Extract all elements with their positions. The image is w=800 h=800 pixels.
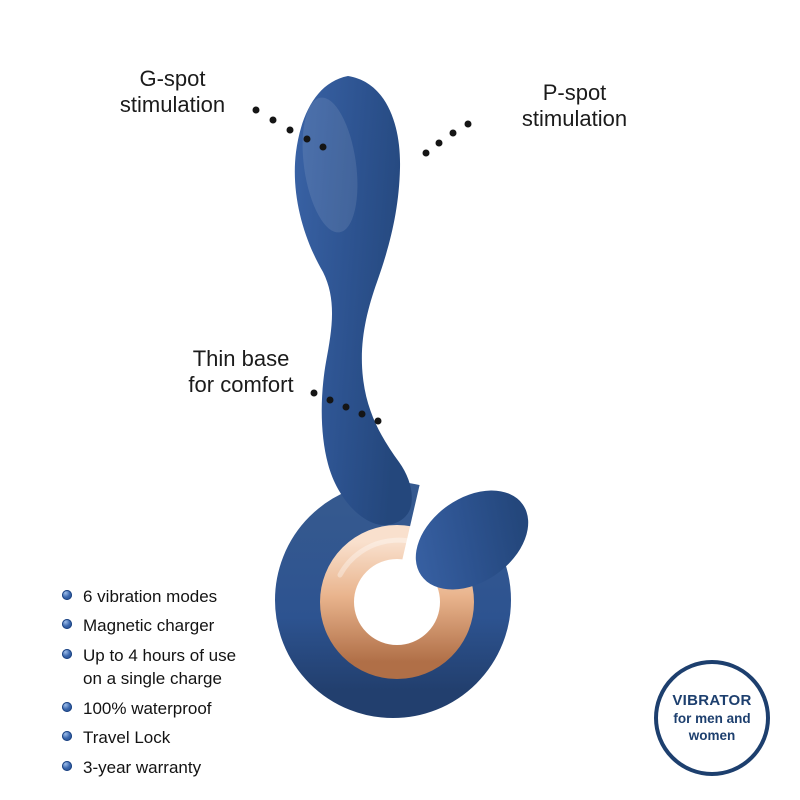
feature-text: 3-year warranty (83, 757, 202, 777)
callout-gspot-line2: stimulation (119, 91, 226, 117)
feature-item: Travel Lock (62, 726, 253, 749)
callout-gspot-line1: G-spot (139, 66, 206, 91)
callout-thin-base-line2: for comfort (188, 371, 294, 397)
callout-thin-base-line1: Thin base (192, 346, 290, 371)
feature-text: 6 vibration modes (83, 587, 218, 606)
feature-item: 6 vibration modes (62, 585, 253, 608)
target-audience-badge: VIBRATOR for men and women (654, 660, 770, 776)
vibrator-body-shape (294, 76, 412, 526)
vibrator-tip (415, 490, 529, 590)
pspot-leader-dots (422, 120, 472, 157)
feature-text: Up to 4 hours of use on a single charge (83, 645, 237, 689)
feature-text: 100% waterproof (83, 698, 212, 718)
callout-thin-base: Thin base for comfort (175, 346, 307, 398)
gspot-leader-dots (252, 106, 327, 151)
bullet-icon (62, 701, 72, 712)
feature-item: Magnetic charger (62, 614, 253, 637)
bullet-icon (62, 648, 72, 659)
badge-subtitle-line2: women (688, 727, 736, 743)
bullet-icon (62, 731, 72, 742)
callout-pspot: P-spot stimulation (502, 80, 647, 132)
feature-item: Up to 4 hours of use on a single charge (62, 644, 253, 691)
feature-text: Travel Lock (83, 728, 171, 748)
feature-list: 6 vibration modes Magnetic charger Up to… (62, 585, 253, 785)
bullet-icon (62, 590, 72, 600)
bullet-icon (62, 619, 72, 630)
badge-subtitle-line1: for men and (673, 710, 751, 726)
callout-gspot: G-spot stimulation (100, 66, 245, 118)
bullet-icon (62, 760, 72, 771)
feature-item: 3-year warranty (62, 756, 253, 779)
callout-pspot-line2: stimulation (521, 105, 628, 131)
badge-title: VIBRATOR (672, 691, 752, 709)
feature-item: 100% waterproof (62, 697, 253, 720)
feature-text: Magnetic charger (83, 616, 215, 636)
callout-pspot-line1: P-spot (542, 80, 607, 105)
thin-base-leader-dots (310, 389, 382, 425)
